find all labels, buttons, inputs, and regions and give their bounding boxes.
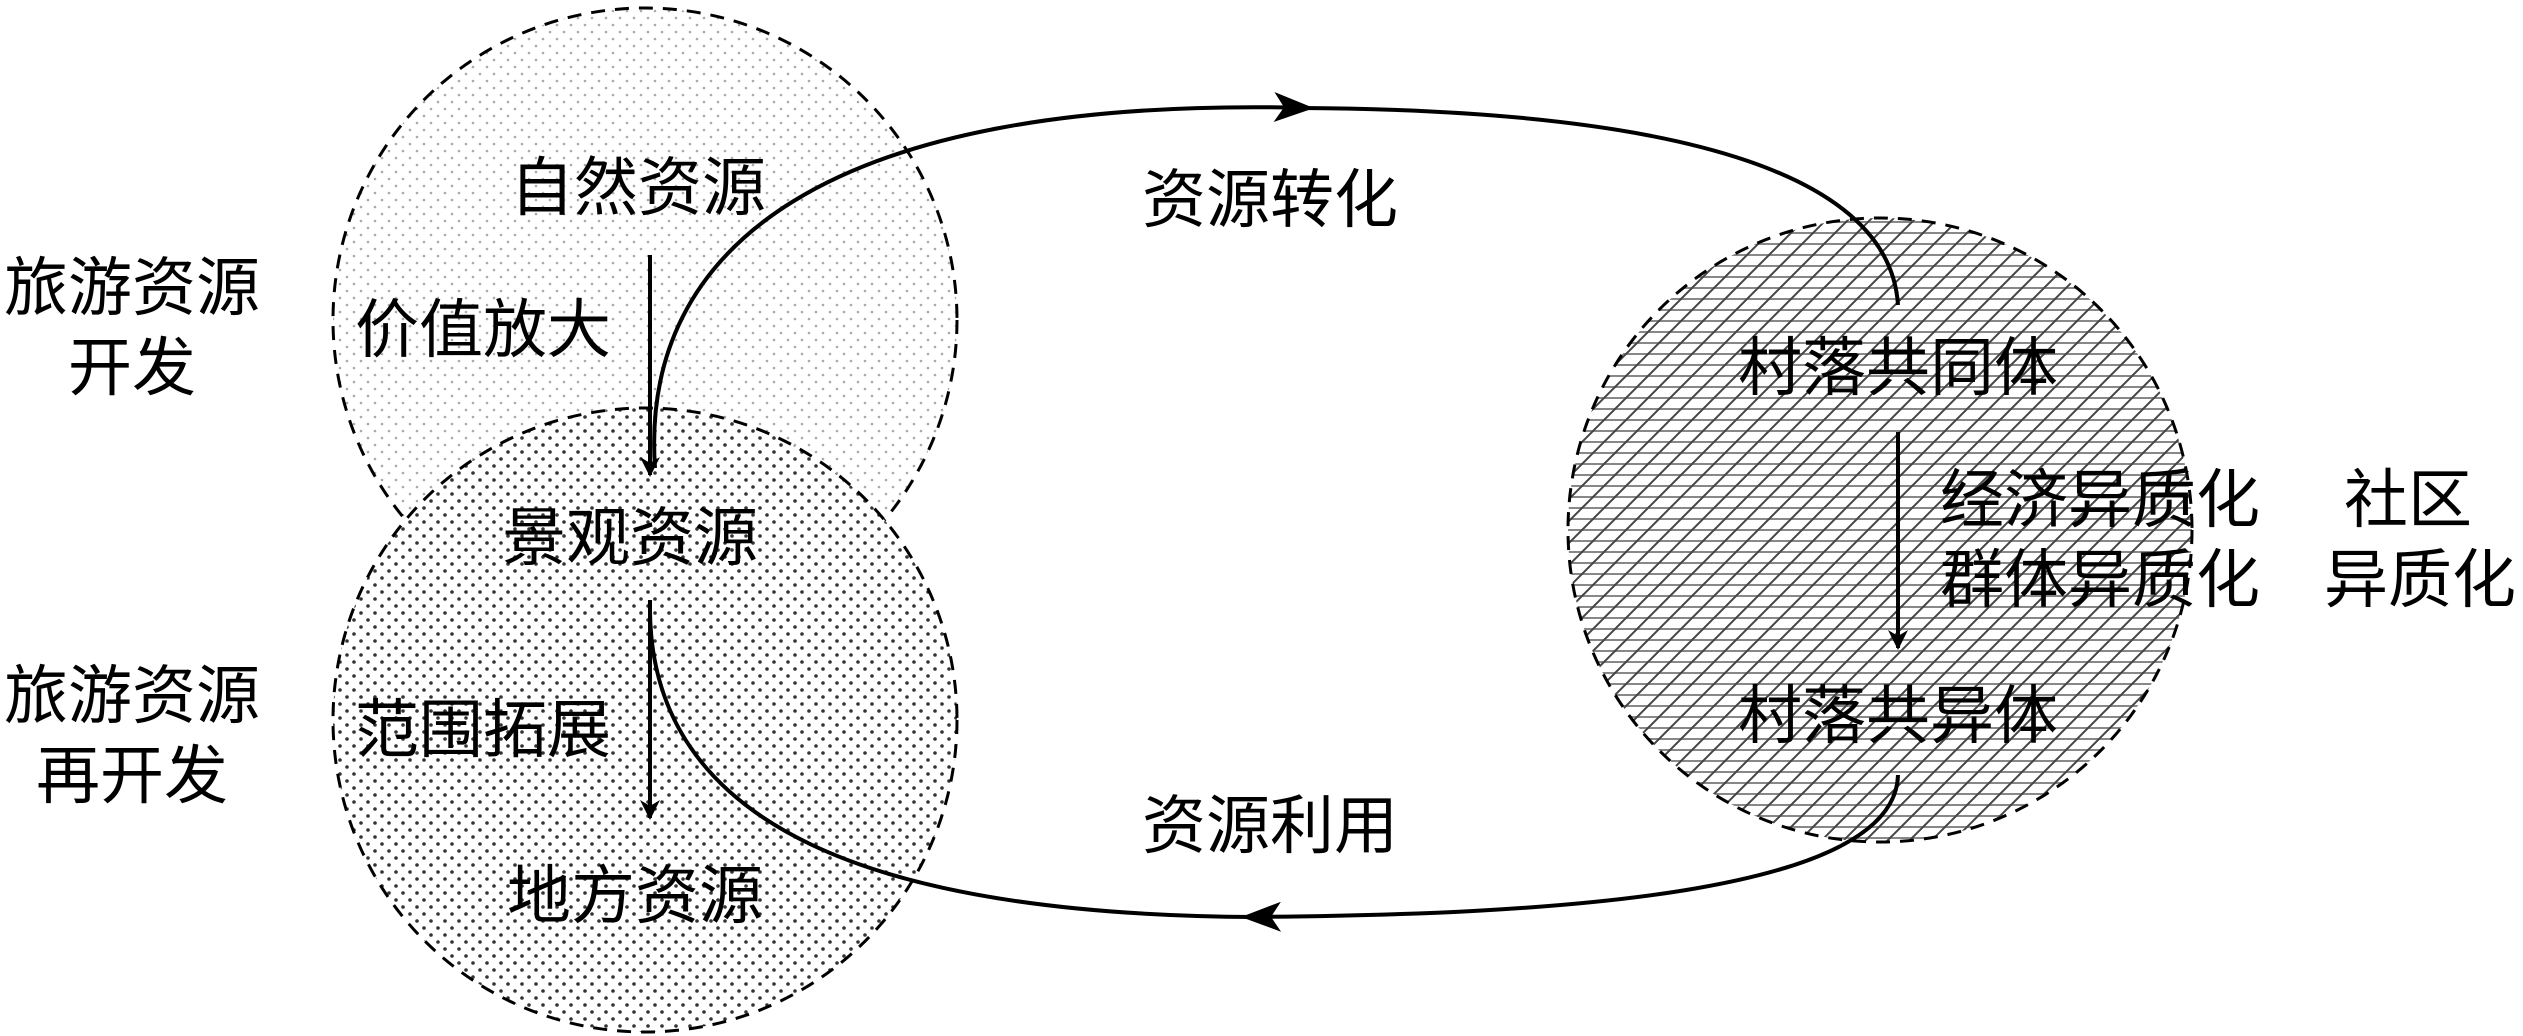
scope-expansion-label: 范围拓展 (355, 694, 611, 768)
resource-transformation-arc (652, 92, 1314, 469)
value-amplification-label: 价值放大 (355, 294, 611, 368)
village-community-circle (1566, 216, 2194, 844)
tourism-development-label-line1: 旅游资源 (4, 252, 260, 326)
tourism-redevelopment-label-line2: 再开发 (36, 740, 228, 814)
community-heterogeneity-label-line2: 异质化 (2324, 544, 2516, 618)
group-heterogeneity-label: 群体异质化 (1940, 544, 2260, 618)
resource-utilization-arc (1241, 774, 1900, 932)
tourism-redevelopment-label-line1: 旅游资源 (4, 660, 260, 734)
village-heterogeneous-body-label: 村落共异体 (1738, 680, 2058, 754)
village-community-label: 村落共同体 (1738, 332, 2058, 406)
lower-resource-circle (331, 406, 959, 1034)
natural-resource-label: 自然资源 (510, 152, 766, 226)
landscape-resource-label: 景观资源 (502, 502, 758, 576)
local-resource-label: 地方资源 (507, 860, 763, 934)
resource-utilization-arc-left (647, 599, 1256, 919)
tourism-development-label-line2: 开发 (68, 332, 196, 406)
community-heterogeneity-label-line1: 社区 (2344, 464, 2472, 538)
economic-heterogeneity-label: 经济异质化 (1940, 464, 2260, 538)
resource-transformation-arc-right (1299, 106, 1900, 306)
resource-transformation-label: 资源转化 (1142, 164, 1398, 238)
resource-utilization-label: 资源利用 (1142, 790, 1398, 864)
